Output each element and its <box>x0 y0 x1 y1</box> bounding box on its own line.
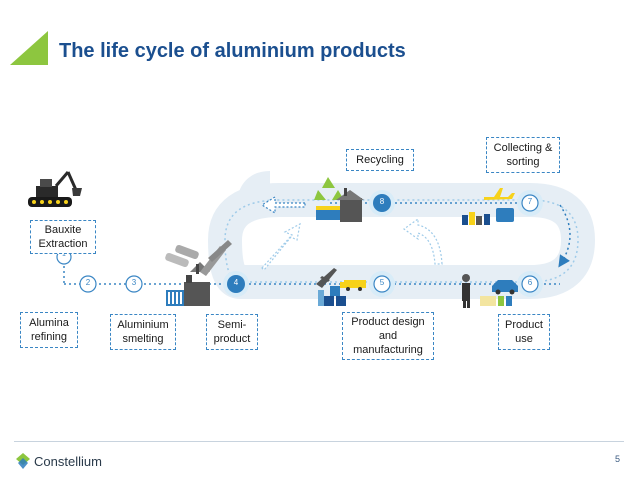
stage-label-collecting-sorting: Collecting & sorting <box>486 137 560 173</box>
stage-number: 8 <box>379 197 385 206</box>
stage-number: 3 <box>131 278 137 287</box>
stage-number: 7 <box>527 197 533 206</box>
metal-bars-icon <box>165 240 232 276</box>
logo-text: Constellium <box>34 453 102 469</box>
stage-number: 1 <box>62 251 66 258</box>
stage-label-product-design: Product design and manufacturing <box>342 312 434 360</box>
stage-label-product-use: Product use <box>498 314 550 350</box>
plane-icon <box>484 188 515 200</box>
stage-number: 2 <box>85 278 91 287</box>
factory-icon <box>166 262 210 306</box>
boxes-icon <box>318 286 346 306</box>
stage-label-recycling: Recycling <box>346 149 414 171</box>
footer-divider <box>14 441 624 442</box>
cans-icon <box>462 208 514 225</box>
page-number: 5 <box>614 454 620 464</box>
excavator-icon <box>28 171 82 207</box>
logo-icon <box>16 453 30 469</box>
corner-accent-icon <box>10 31 48 65</box>
stage-label-bauxite-extraction: Bauxite Extraction <box>30 220 96 254</box>
page-title: The life cycle of aluminium products <box>59 40 406 62</box>
stage-label-aluminium-smelting: Aluminium smelting <box>110 314 176 350</box>
plane-icon <box>316 268 337 288</box>
person-icon <box>462 274 470 308</box>
stage-label-alumina-refining: Alumina refining <box>20 312 78 348</box>
stage-number: 6 <box>527 278 533 287</box>
stage-number: 4 <box>233 278 239 287</box>
stage-label-semi-product: Semi-product <box>206 314 258 350</box>
cans-icon <box>480 296 512 306</box>
stage-number: 5 <box>379 278 385 287</box>
car-icon <box>492 280 518 295</box>
truck-icon <box>340 280 366 291</box>
constellium-logo: Constellium <box>16 453 102 469</box>
recycling-factory-icon <box>316 188 364 222</box>
